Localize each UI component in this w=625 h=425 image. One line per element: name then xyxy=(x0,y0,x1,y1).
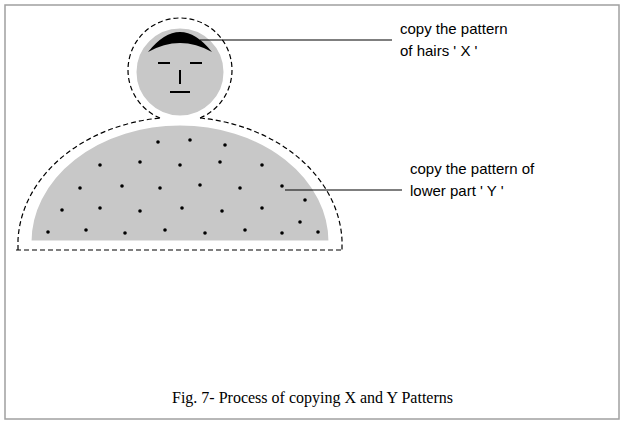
body-shape xyxy=(30,124,330,242)
figure-caption: Fig. 7- Process of copying X and Y Patte… xyxy=(172,388,453,408)
face-features xyxy=(158,63,202,92)
hair-pattern xyxy=(148,32,212,52)
callout-label: copy the pattern of lower part ' Y ' xyxy=(410,158,560,202)
body-dots xyxy=(46,138,320,235)
frame-border xyxy=(5,5,619,419)
callout-label: copy the pattern of hairs ' X ' xyxy=(400,18,518,62)
leader-line xyxy=(200,40,402,190)
dashed-outline xyxy=(16,18,344,250)
